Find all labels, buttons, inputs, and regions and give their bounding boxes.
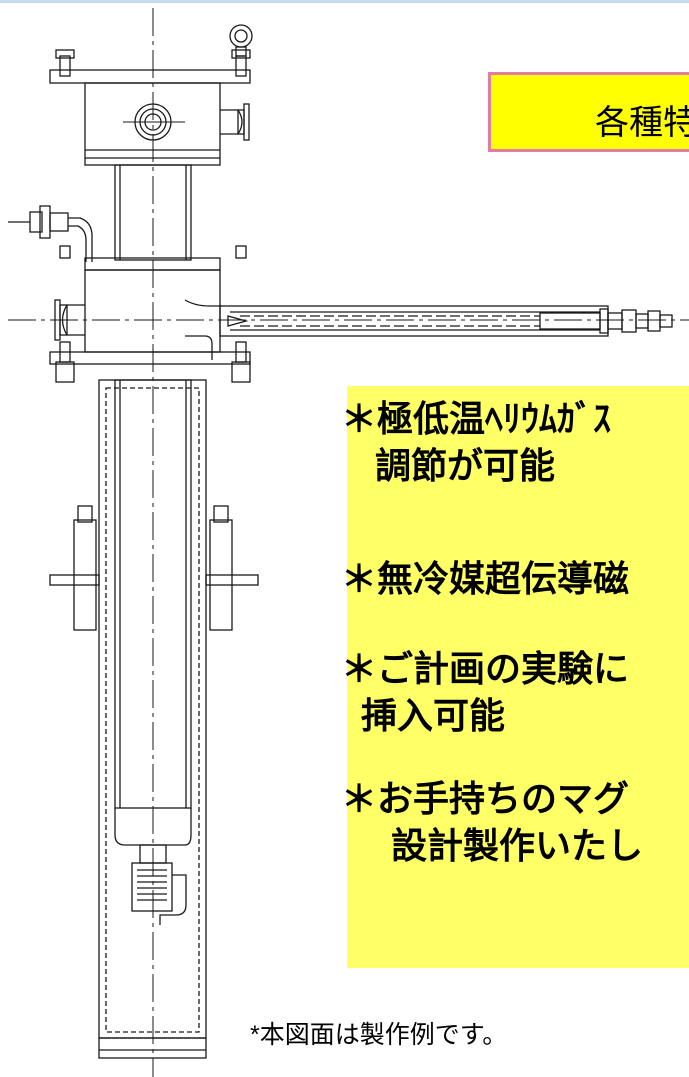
top-flange-box [49,49,251,166]
feature-line-continued: 設計製作いたし [391,826,644,867]
left-cable-connector [8,205,93,262]
feature-item: ＊極低温ﾍﾘｳﾑｶﾞｽ 調節が可能 [341,396,611,490]
feature-item: ＊お手持ちのマグ 設計製作いたし [341,776,643,870]
side-supports [49,505,259,631]
horizontal-probe [184,299,673,360]
side-port-upper [220,103,250,141]
feature-line: ＊お手持ちのマグ [341,779,630,820]
feature-line: ＊無冷媒超伝導磁 [341,559,630,600]
eyebolt [229,24,253,57]
feature-line: ＊極低温ﾍﾘｳﾑｶﾞｽ [341,399,612,440]
feature-line: ＊ご計画の実験に [341,649,630,690]
dewar-body [98,379,207,1059]
features-box: ＊極低温ﾍﾘｳﾑｶﾞｽ 調節が可能 ＊無冷媒超伝導磁 ＊ご計画の実験に 挿入可能… [341,386,689,968]
drawing-note: *本図面は製作例です。 [250,1021,508,1049]
feature-line-continued: 調節が可能 [375,446,556,487]
feature-item: ＊ご計画の実験に 挿入可能 [341,646,629,740]
feature-line-continued: 挿入可能 [361,696,506,737]
feature-item: ＊無冷媒超伝導磁 [341,556,629,603]
top-rule [0,0,689,3]
neck-tube [114,164,192,261]
title-box: 各種特 [488,72,689,152]
viewport-circle [134,103,172,141]
title-text: 各種特 [595,103,689,143]
